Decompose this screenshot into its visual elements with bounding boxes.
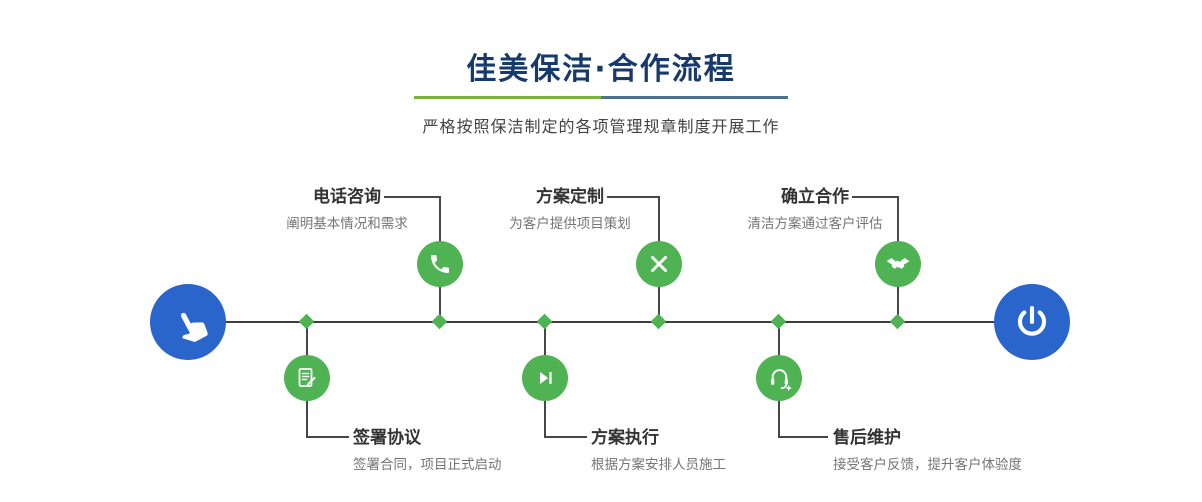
title-divider: [414, 96, 788, 99]
step-label-plan-customization: 方案定制 为客户提供项目策划: [470, 186, 670, 233]
step-title: 电话咨询: [313, 187, 381, 207]
connector-line: [306, 323, 308, 355]
connector-line: [384, 196, 440, 198]
timeline-marker: [770, 313, 787, 330]
timeline-end-node: [994, 284, 1070, 360]
step-desc: 签署合同，项目正式启动: [353, 457, 502, 473]
play-next-icon: [534, 367, 556, 389]
connector-line: [778, 401, 780, 437]
connector-line: [544, 401, 546, 437]
step-label-phone-consultation: 电话咨询 阐明基本情况和需求: [247, 186, 447, 233]
hand-pointer-icon: [160, 294, 217, 351]
connector-line: [852, 196, 898, 198]
document-sign-icon: [295, 366, 319, 390]
timeline-start-node: [150, 284, 226, 360]
timeline-marker: [298, 313, 315, 330]
connector-line: [306, 436, 349, 438]
step-title: 售后维护: [833, 428, 901, 448]
step-node-phone-consultation: [417, 241, 463, 287]
step-desc: 阐明基本情况和需求: [286, 216, 408, 232]
timeline-line: [210, 321, 1030, 323]
connector-line: [439, 196, 441, 242]
step-title: 签署协议: [353, 428, 421, 448]
connector-line: [607, 196, 659, 198]
step-node-plan-customization: [636, 241, 682, 287]
connector-line: [544, 323, 546, 355]
timeline-marker: [536, 313, 553, 330]
step-label-establish-cooperation: 确立合作 清洁方案通过客户评估: [715, 186, 915, 233]
step-title: 确立合作: [781, 187, 849, 207]
customer-service-icon: [767, 366, 792, 391]
step-node-sign-agreement: [284, 355, 330, 401]
step-title: 方案定制: [536, 187, 604, 207]
step-label-sign-agreement: 签署协议 签署合同，项目正式启动: [353, 427, 502, 474]
phone-icon: [428, 252, 452, 276]
step-node-after-sales: [756, 355, 802, 401]
connector-line: [658, 196, 660, 242]
connector-line: [439, 287, 441, 322]
page-title: 佳美保洁·合作流程: [466, 52, 736, 87]
step-label-plan-execution: 方案执行 根据方案安排人员施工: [591, 427, 726, 474]
timeline-marker: [431, 313, 448, 330]
connector-line: [778, 436, 828, 438]
timeline-marker: [889, 313, 906, 330]
step-label-after-sales: 售后维护 接受客户反馈，提升客户体验度: [833, 427, 1022, 474]
power-icon: [1013, 303, 1051, 341]
connector-line: [897, 196, 899, 242]
step-node-plan-execution: [522, 355, 568, 401]
step-desc: 清洁方案通过客户评估: [747, 216, 883, 232]
step-title: 方案执行: [591, 428, 659, 448]
timeline-marker: [650, 313, 667, 330]
design-tools-icon: [647, 252, 671, 276]
connector-line: [544, 436, 587, 438]
step-desc: 为客户提供项目策划: [509, 216, 631, 232]
connector-line: [778, 323, 780, 355]
handshake-icon: [885, 251, 911, 277]
step-desc: 接受客户反馈，提升客户体验度: [833, 457, 1022, 473]
connector-line: [658, 287, 660, 322]
connector-line: [306, 401, 308, 437]
step-desc: 根据方案安排人员施工: [591, 457, 726, 473]
step-node-establish-cooperation: [875, 241, 921, 287]
connector-line: [897, 287, 899, 322]
page-subtitle: 严格按照保洁制定的各项管理规章制度开展工作: [422, 117, 780, 136]
